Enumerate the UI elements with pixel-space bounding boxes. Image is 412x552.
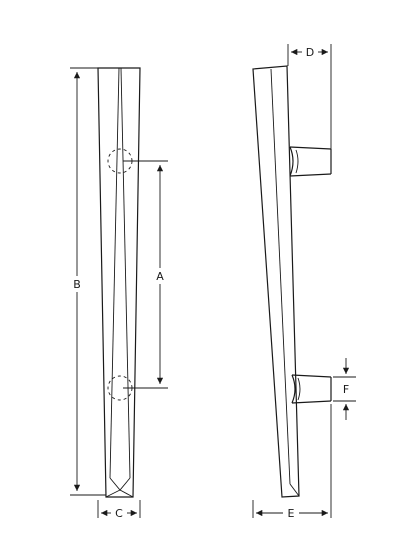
- dim-a-label: A: [156, 270, 164, 283]
- lower-standoff-top: [291, 374, 332, 378]
- side-bevel-line: [270, 68, 291, 485]
- front-body-outline: [97, 67, 141, 498]
- side-view: [252, 65, 332, 498]
- upper-standoff-curve: [289, 146, 294, 177]
- dim-b-label: B: [73, 278, 81, 291]
- dim-d-label: D: [306, 46, 314, 59]
- upper-standoff: [289, 146, 332, 177]
- side-grip-outline: [252, 65, 300, 498]
- upper-standoff-top: [289, 146, 332, 150]
- front-facet-left: [109, 67, 120, 479]
- dimension-d: D: [287, 44, 332, 149]
- dim-e-label: E: [288, 507, 295, 520]
- front-view: [97, 67, 141, 498]
- lower-standoff-shadow: [297, 377, 301, 401]
- dim-f-label: F: [343, 383, 349, 396]
- dimension-a: A: [123, 160, 168, 389]
- front-facet-corner-left: [105, 489, 121, 498]
- dimension-c: C: [97, 500, 141, 520]
- dim-c-label: C: [115, 507, 123, 520]
- lower-standoff-curve: [291, 374, 296, 404]
- front-facet-corner-right: [119, 489, 134, 498]
- dimension-b: B: [70, 67, 106, 496]
- front-facet-right: [120, 67, 131, 479]
- side-bevel-tip: [289, 483, 300, 497]
- lower-standoff-bottom: [291, 400, 332, 404]
- upper-standoff-shadow: [295, 149, 299, 174]
- lower-standoff: [291, 374, 332, 404]
- upper-standoff-bottom: [289, 173, 332, 177]
- front-facet-bottom: [109, 477, 131, 491]
- dimension-f: F: [333, 358, 356, 420]
- dimension-e: E: [252, 404, 332, 520]
